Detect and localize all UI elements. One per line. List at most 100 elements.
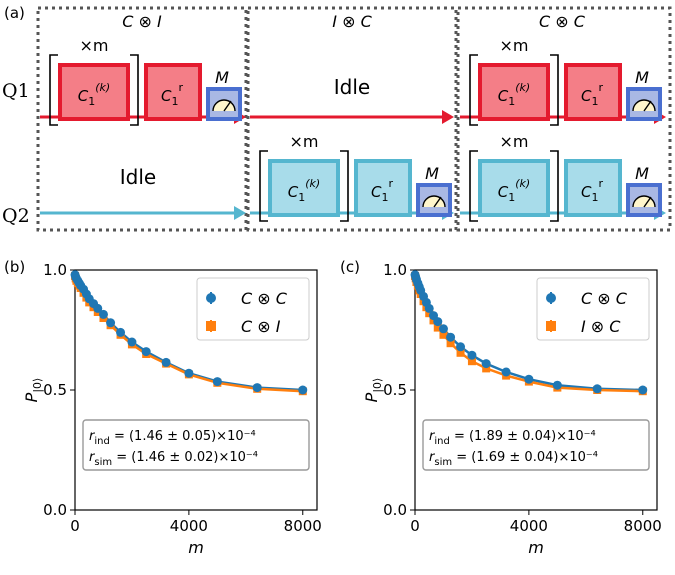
gate-symbol: C [161,87,172,105]
x-tick-label: 4000 [510,517,548,535]
panel-b-label: (b) [4,258,25,276]
annotation-symbol: r [429,450,436,465]
annotation-subscript: sim [94,457,112,468]
data-point-1 [456,348,465,357]
idle-label-q2: Idle [120,165,156,189]
clifford-gate-label: C1(k) [78,81,110,108]
gate-superscript: (k) [515,81,530,94]
repeat-label: ×m [80,36,109,55]
repeat-bracket-left [259,150,268,222]
gate-symbol: C [581,183,592,201]
legend-box [196,277,310,341]
data-point-0 [98,309,108,319]
y-tick-label: 0.0 [43,501,67,519]
y-label-symbol: P [362,392,381,402]
y-tick-label: 0.5 [43,381,67,399]
x-tick-label: 8000 [624,517,662,535]
measure-label: M [215,68,229,87]
x-axis-label: m [188,538,204,557]
data-point-0 [252,383,262,393]
x-tick-label: 4000 [170,517,208,535]
annotation-symbol: r [429,429,436,444]
gate-subscript: 1 [298,191,305,204]
gate-symbol: C [581,87,592,105]
repeat-bracket-left [469,54,478,126]
recovery-gate [144,63,202,121]
repeat-label: ×m [500,132,529,151]
data-point-0 [141,347,151,357]
annotation-line: rsim = (1.69 ± 0.04)×10⁻⁴ [429,450,598,468]
repeat-bracket-right [550,54,559,126]
annotation-value: = (1.89 ± 0.04)×10⁻⁴ [450,429,596,444]
data-point-0 [524,374,534,384]
repeat-bracket-right [550,150,559,222]
data-point-0 [161,357,171,367]
x-tick-label: 0 [410,517,420,535]
y-tick-label: 1.0 [383,261,407,279]
clifford-gate [268,159,340,217]
data-point-0 [446,332,456,342]
recovery-gate-label: C1r [161,81,183,108]
y-tick-label: 0.0 [383,501,407,519]
block-frame-cc [456,6,672,232]
repeat-bracket-left [49,54,58,126]
repeat-bracket-right [130,54,139,126]
y-label-symbol: P [22,392,41,402]
data-point-0 [116,327,126,337]
y-axis-label: P|0⟩ [22,378,44,403]
data-point-0 [212,377,222,387]
gate-subscript: 1 [591,191,598,204]
gate-superscript: r [598,81,603,94]
block-frame-ci [36,6,248,232]
clifford-gate [58,63,130,121]
q1-label: Q1 [2,80,30,102]
data-point-1 [439,330,448,339]
gate-subscript: 1 [591,95,598,108]
x-axis-label: m [528,538,544,557]
measure-label: M [635,68,649,87]
annotation-line: rsim = (1.46 ± 0.02)×10⁻⁴ [89,450,258,468]
meter-needle-icon [643,100,652,112]
gate-subscript: 1 [508,191,515,204]
recovery-gate [564,63,622,121]
measure-label: M [635,164,649,183]
y-tick-label: 1.0 [43,261,67,279]
data-point-0 [433,317,443,327]
clifford-gate [478,63,550,121]
meter-needle-icon [433,196,442,208]
gate-groups: ×mC1(k)C1rM×mC1(k)C1rM×mC1(k)C1rM×mC1(k)… [49,36,662,222]
data-point-1 [482,364,491,373]
gate-symbol: C [78,87,89,105]
data-point-1 [467,357,476,366]
y-label-subscript: |0⟩ [31,378,44,393]
block-title-ci: C ⊗ I [122,12,162,31]
legend-marker [206,293,216,303]
measure-label: M [425,164,439,183]
gate-symbol: C [498,183,509,201]
legend-box [536,277,650,341]
gate-superscript: r [388,177,393,190]
annotation-box [82,419,310,471]
legend-label: C ⊗ C [241,289,288,308]
y-axis-label: P|0⟩ [362,378,384,403]
data-point-0 [456,342,466,352]
recovery-gate-label: C1r [371,177,393,204]
legend-label: C ⊗ I [241,317,281,336]
annotation-box [422,419,650,471]
recovery-gate [354,159,412,217]
repeat-bracket-left [469,150,478,222]
y-label-subscript: |0⟩ [371,378,384,393]
repeat-label: ×m [500,36,529,55]
data-point-0 [106,318,116,328]
legend-label: C ⊗ C [581,289,628,308]
annotation-symbol: r [89,450,96,465]
legend-marker [206,321,216,331]
annotation-subscript: ind [434,436,449,447]
gate-superscript: (k) [95,81,110,94]
annotation-subscript: ind [94,436,109,447]
gate-superscript: (k) [515,177,530,190]
